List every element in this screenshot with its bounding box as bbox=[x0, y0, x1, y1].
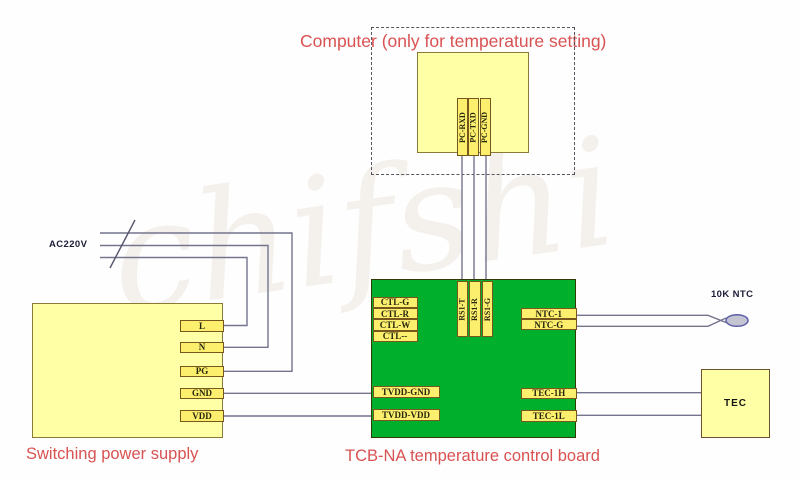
pin-n: N bbox=[180, 341, 224, 354]
pin-tec-1l: TEC-1L bbox=[520, 410, 577, 422]
pin-ctl-w: CTL-W bbox=[372, 319, 418, 331]
board-caption: TCB-NA temperature control board bbox=[345, 447, 600, 465]
pin-l: L bbox=[180, 320, 224, 332]
wire-ntc-1 bbox=[577, 314, 727, 324]
pin-ntc-1: NTC-1 bbox=[520, 308, 577, 319]
tec-box: TEC bbox=[701, 369, 770, 438]
pin-tvdd-gnd: TVDD-GND bbox=[372, 385, 440, 398]
pin-rs1-t: RS1-T bbox=[456, 281, 468, 337]
ac-break-slash bbox=[109, 219, 136, 269]
ac-line-mid bbox=[100, 244, 269, 348]
pin-tvdd-vdd: TVDD-VDD bbox=[372, 408, 440, 421]
pin-rs1-r: RS1-R bbox=[469, 281, 481, 337]
pin-ctl-dash: CTL-- bbox=[372, 330, 418, 343]
ac-line-top bbox=[100, 232, 293, 372]
pin-ntc-g: NTC-G bbox=[520, 319, 577, 331]
pin-pc-rxd: PC-RXD bbox=[456, 98, 468, 156]
pin-rs1-g: RS1-G bbox=[481, 281, 493, 337]
wire-ntc-g bbox=[577, 317, 727, 327]
pin-ctl-r: CTL-R bbox=[372, 307, 418, 320]
ntc-thermistor-bead bbox=[725, 313, 749, 328]
pin-pg: PG bbox=[180, 365, 224, 378]
pin-rs1-r-label: RS1-R bbox=[470, 297, 480, 321]
ac-line-bottom bbox=[100, 256, 248, 327]
pin-tec-1h: TEC-1H bbox=[520, 387, 577, 399]
ntc-label: 10K NTC bbox=[711, 289, 754, 300]
pin-pc-txd: PC-TXD bbox=[468, 98, 479, 156]
tec-box-label: TEC bbox=[724, 398, 747, 409]
pin-pc-rxd-label: PC-RXD bbox=[457, 111, 467, 143]
pin-vdd: VDD bbox=[180, 410, 224, 422]
ac220v-label: AC220V bbox=[49, 239, 88, 250]
pin-pc-gnd: PC-GND bbox=[479, 98, 491, 156]
pin-pc-gnd-label: PC-GND bbox=[480, 111, 490, 143]
power-supply-caption: Switching power supply bbox=[26, 445, 199, 463]
pin-ctl-g: CTL-G bbox=[372, 296, 418, 308]
computer-dashed-boundary bbox=[371, 27, 575, 175]
computer-title: Computer (only for temperature setting) bbox=[300, 31, 607, 51]
pin-rs1-g-label: RS1-G bbox=[482, 297, 492, 321]
pin-pc-txd-label: PC-TXD bbox=[469, 111, 478, 143]
pin-gnd: GND bbox=[180, 387, 224, 400]
pin-rs1-t-label: RS1-T bbox=[457, 297, 467, 321]
